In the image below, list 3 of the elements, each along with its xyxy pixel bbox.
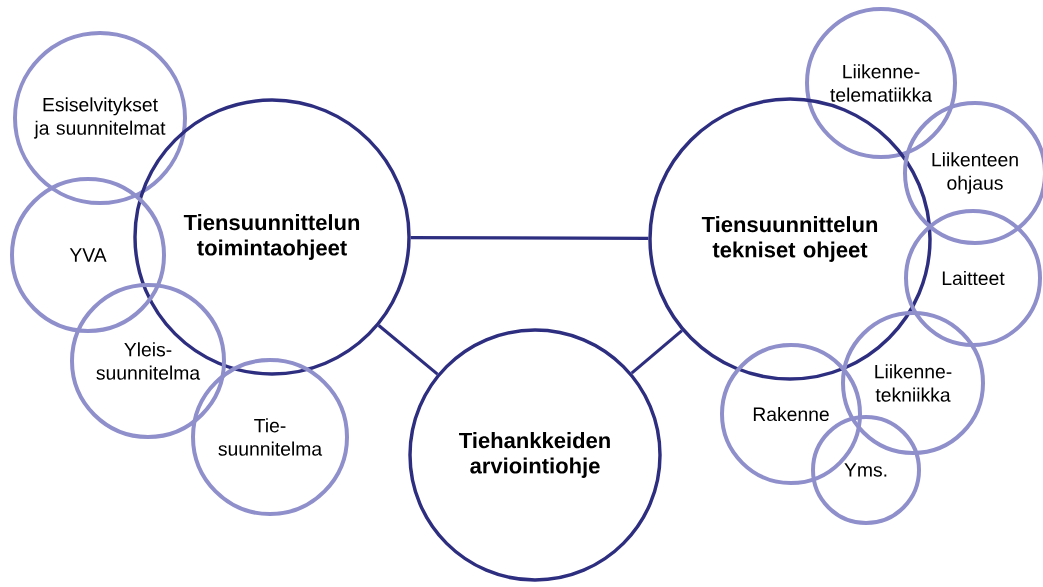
connector-line (630, 329, 683, 375)
connector-line (410, 235, 649, 241)
connector-line (377, 324, 439, 376)
